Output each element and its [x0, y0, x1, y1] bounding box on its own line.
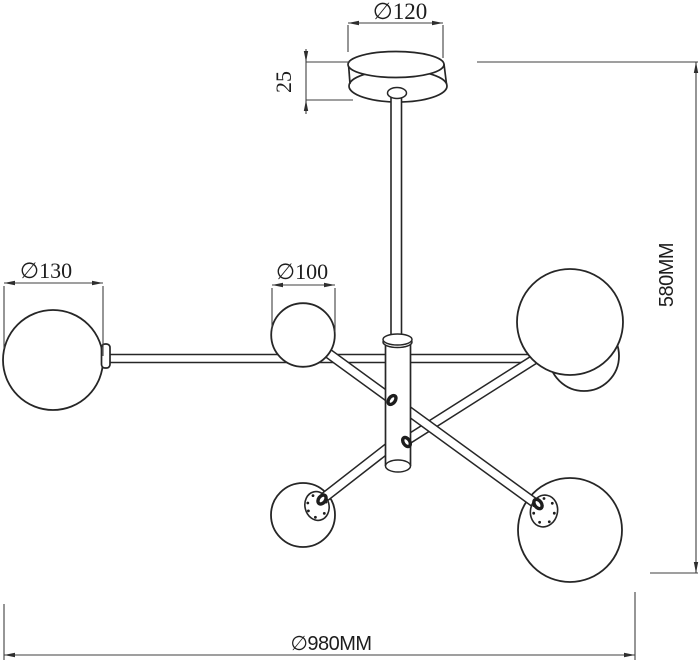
dim-canopy-diameter: ∅120	[347, 0, 444, 58]
left-globe	[2, 309, 104, 411]
dim-canopy-height-label: 25	[271, 71, 296, 93]
dim-overall-width: ∅980MM	[3, 592, 636, 660]
dim-middle-globe-diameter: ∅100	[271, 259, 336, 332]
stem-hole	[386, 86, 408, 100]
hub-joint-cap-right	[400, 435, 413, 449]
stem-rod	[390, 95, 403, 338]
left-globe-connector	[100, 343, 111, 369]
bottom-left-arm	[317, 442, 393, 505]
hub-collar-top	[382, 333, 413, 346]
bottom-right-fitter	[529, 494, 559, 528]
dim-middle-globe-label: ∅100	[276, 259, 328, 284]
dim-canopy-height: 25	[271, 49, 353, 114]
bottom-right-arm	[403, 405, 543, 511]
dim-overall-height: 580MM	[477, 61, 699, 574]
bottom-left-fitter	[304, 490, 330, 522]
dim-left-globe-label: ∅130	[20, 258, 72, 283]
hub-joint-cap-left	[386, 393, 398, 407]
upper-right-arm	[400, 354, 539, 447]
dim-canopy-diameter-label: ∅120	[373, 0, 428, 24]
bottom-right-globe	[517, 477, 623, 583]
upper-right-globe-large	[516, 268, 624, 376]
dim-overall-height-label: 580MM	[656, 243, 678, 307]
dim-left-globe-diameter: ∅130	[3, 258, 104, 356]
canopy-top	[347, 50, 445, 79]
dim-overall-width-label: ∅980MM	[290, 633, 371, 655]
middle-globe	[270, 302, 336, 368]
